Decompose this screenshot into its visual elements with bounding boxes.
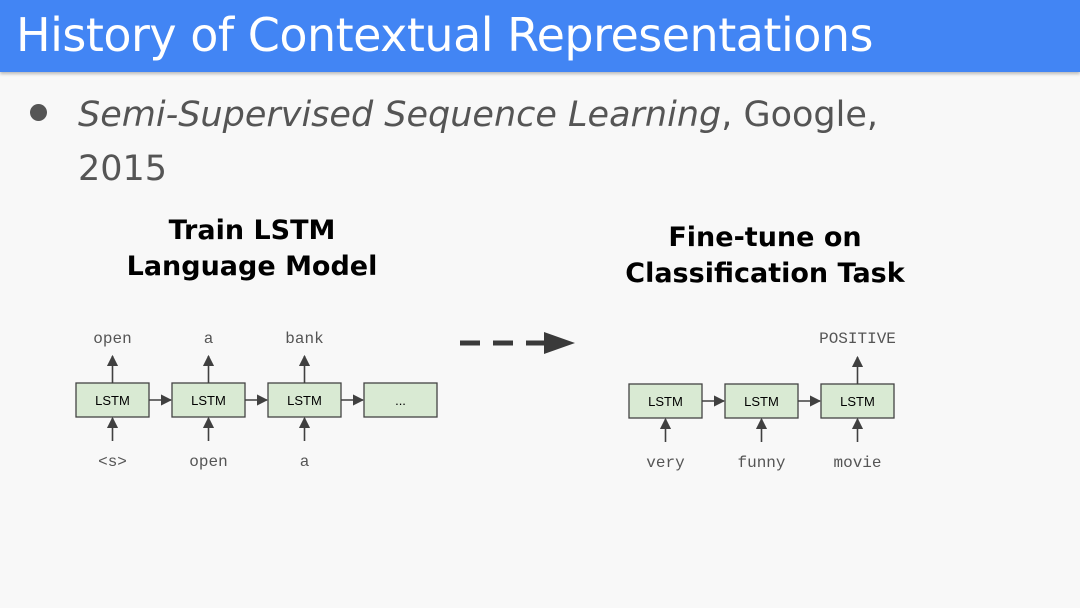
left-input-word-0: <s> bbox=[98, 453, 127, 471]
left-lstm-box-label-1: LSTM bbox=[191, 393, 226, 408]
slide-title: History of Contextual Representations bbox=[16, 8, 874, 62]
right-heading-line1: Fine-tune on bbox=[668, 222, 862, 253]
left-lstm-box-label-0: LSTM bbox=[95, 393, 130, 408]
left-lstm-box-0 bbox=[75, 382, 150, 418]
right-heading-line2: Classification Task bbox=[625, 258, 905, 289]
left-output-word-0: open bbox=[93, 330, 131, 348]
left-lstm-box-label-2: LSTM bbox=[287, 393, 322, 408]
paper-title: Semi-Supervised Sequence Learning bbox=[78, 95, 722, 135]
left-output-word-1: a bbox=[204, 330, 214, 348]
transition-arrow-head-icon bbox=[544, 332, 575, 354]
left-lstm-box-3 bbox=[363, 382, 438, 418]
right-input-word-0: very bbox=[646, 454, 685, 472]
left-input-word-2: a bbox=[300, 453, 310, 471]
left-lstm-box-label-3: ... bbox=[395, 393, 406, 408]
right-lstm-box-label-1: LSTM bbox=[744, 394, 779, 409]
right-input-word-1: funny bbox=[737, 454, 785, 472]
left-heading-line2: Language Model bbox=[126, 251, 378, 282]
left-input-word-1: open bbox=[189, 453, 227, 471]
paper-source: , Google, 2015 bbox=[78, 95, 879, 189]
right-output-label: POSITIVE bbox=[819, 330, 896, 348]
right-lstm-box-label-2: LSTM bbox=[840, 394, 875, 409]
right-input-word-2: movie bbox=[833, 454, 881, 472]
left-output-word-2: bank bbox=[285, 330, 323, 348]
bullet-point-icon bbox=[30, 104, 47, 121]
right-lstm-box-label-0: LSTM bbox=[648, 394, 683, 409]
left-heading-line1: Train LSTM bbox=[168, 215, 336, 246]
bullet-text: Semi-Supervised Sequence Learning, Googl… bbox=[78, 88, 958, 196]
right-lstm-box-2 bbox=[820, 383, 895, 419]
right-panel-heading: Fine-tune on Classification Task bbox=[600, 220, 930, 292]
title-bar: History of Contextual Representations bbox=[0, 0, 1080, 72]
left-panel-heading: Train LSTM Language Model bbox=[102, 213, 402, 285]
